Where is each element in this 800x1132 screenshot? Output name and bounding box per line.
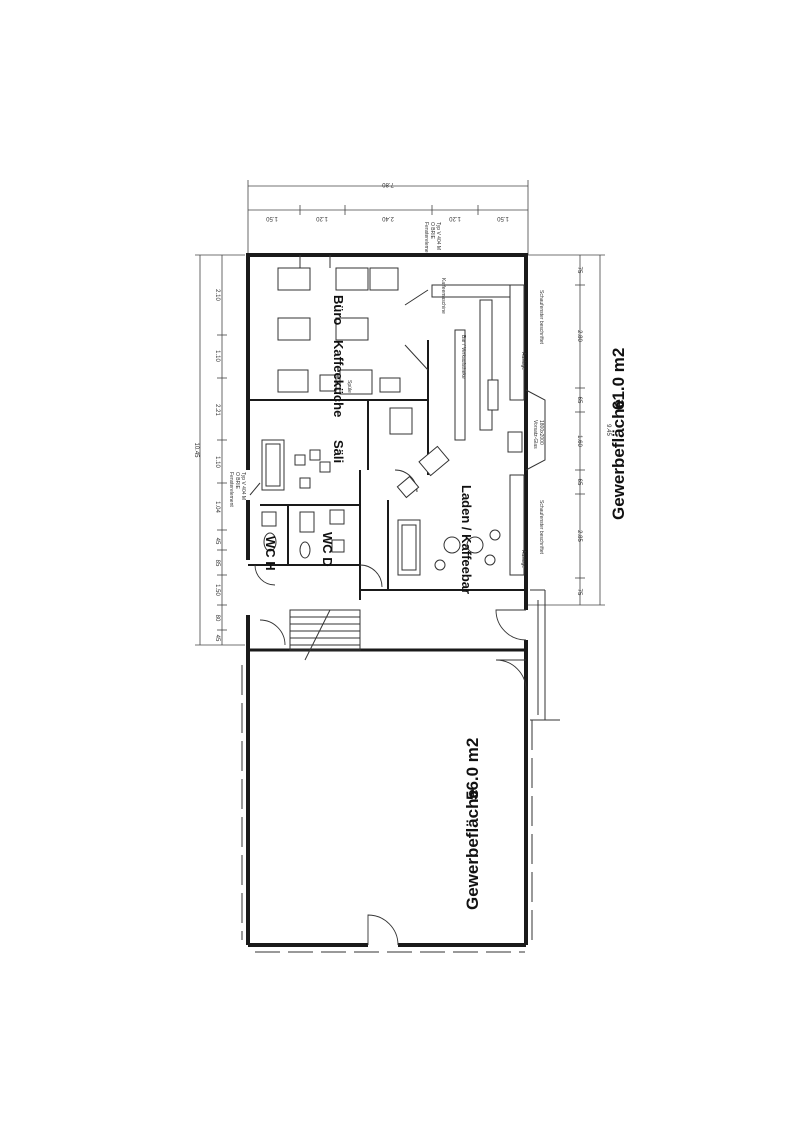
- svg-text:1.10: 1.10: [214, 456, 220, 468]
- staircase: [289, 609, 361, 661]
- svg-text:Gewerbefläche: Gewerbefläche: [609, 399, 628, 520]
- svg-text:Typ V 404 M: Typ V 404 M: [435, 222, 441, 250]
- area-label-right: Gewerbefläche 61.0 m2: [609, 348, 628, 520]
- room-label-wc-h: WC H: [263, 536, 278, 571]
- entry-door-bottom: [367, 914, 399, 946]
- room-label-laden: Laden / Kaffeebar: [459, 485, 474, 594]
- top-dimension-chain: 7.80 1.50 1.20 2.40 1.20 1.50: [247, 180, 529, 255]
- interior-doors: [254, 469, 418, 646]
- room-label-wc-d: WC D: [320, 532, 335, 567]
- right-total-dim: 9.45: [605, 424, 611, 436]
- area-label-lower: Gewerbefläche 56.0 m2: [463, 738, 482, 910]
- svg-text:Typ V 404 M: Typ V 404 M: [240, 472, 246, 500]
- svg-text:Fensterelement: Fensterelement: [423, 222, 429, 257]
- svg-text:75: 75: [576, 589, 582, 596]
- side-doors: [495, 589, 560, 721]
- interior-walls: [248, 289, 526, 600]
- svg-text:Fensterelement: Fensterelement: [228, 472, 234, 507]
- svg-text:O BRIE: O BRIE: [234, 472, 240, 490]
- room-label-kaffeekueche: Kaffeeküche: [331, 340, 346, 417]
- shop-annotations: Schaufenster beschriftet Schaufenster be…: [346, 278, 544, 568]
- label-spuele: Spüle: [346, 380, 352, 393]
- room-label-buero: Büro: [331, 295, 346, 325]
- right-dimension-chain: 9.45 75 2.80 65 1.60 65 2.85 75: [528, 254, 611, 606]
- svg-text:75: 75: [576, 267, 582, 274]
- label-shelf-bottom: Schaufenster beschriftet: [538, 500, 544, 555]
- svg-text:65: 65: [576, 397, 582, 404]
- svg-text:80: 80: [214, 615, 220, 622]
- label-shelf-top: Schaufenster beschriftet: [538, 290, 544, 345]
- svg-text:45: 45: [214, 635, 220, 642]
- top-seg-2: 1.20: [316, 215, 328, 221]
- svg-text:45: 45: [214, 538, 220, 545]
- svg-text:65: 65: [576, 479, 582, 486]
- label-auslage-bottom: Auslage: [520, 550, 526, 568]
- left-window-label: Fensterelement O BRIE Typ V 404 M: [228, 472, 246, 507]
- top-window-label: Fensterelement O BRIE Typ V 404 M: [423, 222, 441, 257]
- glass-door-label-1: Vorsatz-Glas: [532, 420, 538, 449]
- svg-text:2.80: 2.80: [576, 330, 582, 342]
- svg-text:56.0 m2: 56.0 m2: [463, 738, 482, 800]
- top-seg-1: 1.50: [266, 215, 278, 221]
- label-bar: Bar / Verkaufstheke: [460, 335, 466, 379]
- svg-text:O BRIE: O BRIE: [429, 222, 435, 240]
- top-seg-4: 1.20: [449, 215, 461, 221]
- left-dimension-chain: 10.45 2.10 1.10 2.21 1.10 1.04 45 85 1.5…: [193, 254, 245, 646]
- svg-text:Gewerbefläche: Gewerbefläche: [463, 789, 482, 910]
- room-label-saeli: Säli: [331, 440, 346, 463]
- glass-door-label-2: 1800x2000: [538, 420, 544, 445]
- svg-text:2.21: 2.21: [214, 404, 220, 416]
- svg-text:85: 85: [214, 560, 220, 567]
- label-auslage-top: Auslage: [520, 352, 526, 370]
- top-seg-5: 1.50: [497, 215, 509, 221]
- svg-text:61.0 m2: 61.0 m2: [609, 348, 628, 410]
- svg-text:1.10: 1.10: [214, 350, 220, 362]
- wc-fixtures: [261, 509, 345, 559]
- office-furniture: [277, 255, 401, 395]
- glass-door-bay: Vorsatz-Glas 1800x2000: [525, 389, 546, 471]
- label-kaffee: Kaffeemaschine: [440, 278, 446, 314]
- left-total-dim: 10.45: [193, 442, 199, 458]
- shop-furniture: [396, 284, 525, 576]
- saeli-furniture: [249, 407, 413, 496]
- svg-text:2.10: 2.10: [214, 289, 220, 301]
- svg-text:1.04: 1.04: [214, 501, 220, 513]
- svg-text:2.85: 2.85: [576, 530, 582, 542]
- svg-text:1.60: 1.60: [576, 435, 582, 447]
- top-seg-3: 2.40: [382, 215, 394, 221]
- top-total-dim: 7.80: [382, 181, 394, 187]
- exterior-walls: [241, 253, 533, 953]
- svg-text:1.50: 1.50: [214, 584, 220, 596]
